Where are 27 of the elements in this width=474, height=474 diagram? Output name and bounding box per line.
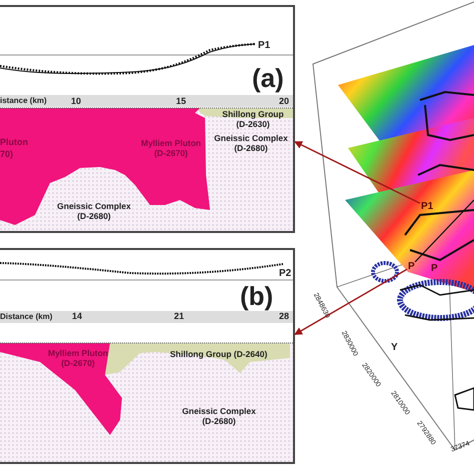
axis-title: Y bbox=[391, 342, 398, 354]
section-label: Shillong Group (D-2630) bbox=[221, 110, 285, 130]
profile-marker: P bbox=[408, 261, 415, 272]
section-label: Gneissic Complex (D-2680) bbox=[213, 134, 289, 154]
axis-tick-label: 28 bbox=[279, 311, 290, 322]
arrow bbox=[294, 141, 420, 204]
profile-marker: P1 bbox=[421, 201, 434, 212]
axis-title: istance (km) bbox=[0, 96, 47, 106]
panel-label: (b) bbox=[240, 282, 274, 312]
axis-tick-label: 10 bbox=[71, 96, 82, 106]
section-label: Mylliem Pluton (D-2670) bbox=[140, 139, 202, 159]
section-label: Gneissic Complex (D-2680) bbox=[56, 202, 132, 222]
profile-marker: P2 bbox=[279, 268, 292, 280]
arrow bbox=[294, 268, 408, 335]
axis-title: Distance (km) bbox=[0, 312, 52, 322]
section-label: Pluton bbox=[0, 137, 28, 148]
section-label: Gneissic Complex (D-2680) bbox=[181, 407, 257, 427]
panel-label: (a) bbox=[252, 64, 284, 94]
axis-tick-label: 21 bbox=[174, 311, 184, 322]
axis-tick-label: 14 bbox=[72, 311, 82, 322]
section-label: Shillong Group (D-2640) bbox=[170, 350, 268, 360]
section-label: Mylliem Pluton (D-2670) bbox=[47, 349, 109, 369]
section-label: 70) bbox=[0, 149, 14, 160]
axis-tick-label: 15 bbox=[176, 96, 186, 106]
axis-tick-label: 20 bbox=[279, 96, 290, 106]
profile-marker: P1 bbox=[258, 40, 270, 52]
profile-marker: P bbox=[431, 263, 438, 274]
